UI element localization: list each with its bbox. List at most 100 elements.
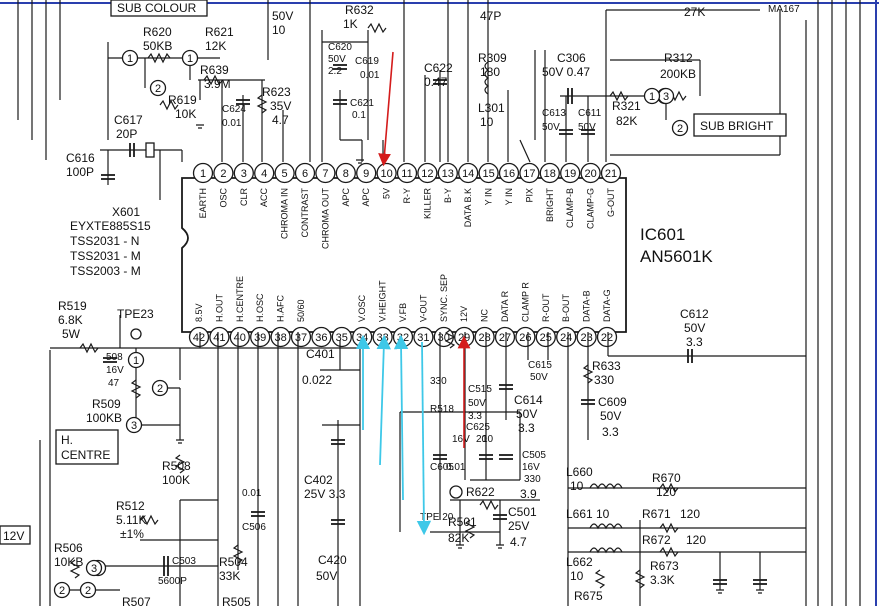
label-c609: C609: [598, 395, 627, 409]
connection-node: 3: [657, 87, 675, 105]
label-r671-value: 120: [680, 507, 700, 521]
label-27k: 27K: [684, 5, 705, 19]
v12-label: 12V: [3, 529, 24, 543]
label-r518: R518: [430, 404, 454, 415]
pin-function: OSC: [218, 188, 228, 208]
label-c505-v2: 330: [524, 474, 541, 485]
capacitors-bottom-left: [103, 357, 345, 576]
pin-function: Y IN: [484, 188, 494, 205]
ic-bottom-pin: 428.5V: [188, 303, 210, 348]
pin-number: 38: [274, 332, 286, 344]
node-number: 2: [85, 585, 91, 597]
ic-bottom-pin: 24B-OUT: [556, 294, 577, 348]
label-c-top: 50V: [272, 9, 293, 23]
label-r501: R501: [448, 515, 477, 529]
connection-node: 1: [643, 87, 661, 105]
label-c617: C617: [114, 113, 143, 127]
sub-bright-label: SUB BRIGHT: [700, 119, 774, 133]
pin-function: H.OSC: [255, 293, 265, 322]
label-c619-value: 0.01: [360, 70, 380, 81]
pin-function: H.AFC: [276, 294, 286, 322]
pin-function: V.OSC: [357, 294, 367, 322]
label-l660: L660: [566, 465, 593, 479]
label-c609-v1: 50V: [600, 409, 621, 423]
pin-function: KILLER: [422, 188, 432, 220]
label-c615-value: 50V: [530, 372, 548, 383]
label-c-20: 20: [476, 434, 488, 445]
ic-bottom-pin: 31V-OUT: [413, 294, 434, 348]
connection-node: 2: [53, 581, 71, 599]
pin-number: 13: [442, 168, 454, 180]
label-c-top-2: 10: [272, 23, 286, 37]
pin-number: 23: [580, 332, 592, 344]
label-r623-v2: 4.7: [272, 113, 289, 127]
connection-node: 1: [127, 351, 145, 369]
label-c515: C515: [468, 384, 492, 395]
label-c605: C605: [430, 462, 454, 473]
ic-bottom-pin: 32V.FB: [392, 303, 414, 348]
cyan-arrows: [355, 334, 432, 536]
pin-function: DATA-G: [602, 289, 612, 322]
label-c613-value: 50V: [542, 122, 560, 133]
ic-bottom-pin: 35: [331, 326, 352, 348]
pin-number: 5: [282, 168, 288, 180]
connection-node: 2: [671, 119, 689, 137]
connection-node: 3: [85, 559, 103, 577]
pin-number: 16: [503, 168, 515, 180]
ic-bottom-pin: 26 CLAMP R: [515, 282, 536, 348]
pin-function: R-OUT: [541, 293, 551, 322]
pin-number: 39: [254, 332, 266, 344]
pin-number: 26: [519, 332, 531, 344]
ic-part-label: AN5601K: [640, 247, 713, 266]
pin-function: BRIGHT: [545, 188, 555, 223]
label-r623-v1: 35V: [270, 99, 291, 113]
node-number: 3: [91, 563, 97, 575]
pin-number: 36: [315, 332, 327, 344]
label-r670-value: 120: [656, 485, 676, 499]
ic-bottom-pin: 40H.CENTRE: [229, 276, 250, 348]
label-c508-v2: 47: [108, 378, 120, 389]
label-x601-v1: TSS2031 - N: [70, 234, 139, 248]
node-number: 2: [155, 83, 161, 95]
node-number: 1: [127, 53, 133, 65]
capacitors-top: [101, 64, 595, 180]
pin-function: CHROMA IN: [280, 188, 290, 239]
ic-top-pin: 16Y IN: [498, 162, 520, 205]
label-c402: C402: [304, 473, 333, 487]
label-r670: R670: [652, 471, 681, 485]
pin-function: ACC: [259, 188, 269, 208]
label-x601: X601: [112, 205, 140, 219]
pin-function: CLR: [239, 188, 249, 207]
ic-bottom-pins: 428.5V41H.OUT40H.CENTRE39H.OSC38H.AFC375…: [188, 274, 618, 348]
h-centre-label-1: H.: [61, 433, 73, 447]
pin-number: 40: [234, 332, 246, 344]
pin-number: 35: [336, 332, 348, 344]
label-c-47p: 47P: [480, 9, 501, 23]
pin-function: SYNC. SEP: [439, 274, 449, 322]
label-c506: C506: [242, 522, 266, 533]
pin-function: CLAMP R: [520, 282, 530, 322]
label-x601-v2: TSS2031 - M: [70, 249, 141, 263]
pin-function: B-Y: [443, 188, 453, 203]
label-c515-v2: 3.3: [468, 411, 482, 422]
pin-number: 15: [482, 168, 494, 180]
label-r312: R312: [664, 51, 693, 65]
pin-function: DATA B.K: [463, 188, 473, 227]
label-r501-value: 82K: [448, 531, 469, 545]
pin-function: CLAMP-B: [565, 188, 575, 228]
connection-node: 2: [79, 581, 97, 599]
pin-number: 3: [241, 168, 247, 180]
pin-number: 4: [261, 168, 267, 180]
label-c515-v1: 50V: [468, 398, 486, 409]
label-l301-value: 10: [480, 115, 494, 129]
ic-top-pin: 15 Y IN: [478, 162, 499, 205]
label-c505: C505: [522, 450, 546, 461]
